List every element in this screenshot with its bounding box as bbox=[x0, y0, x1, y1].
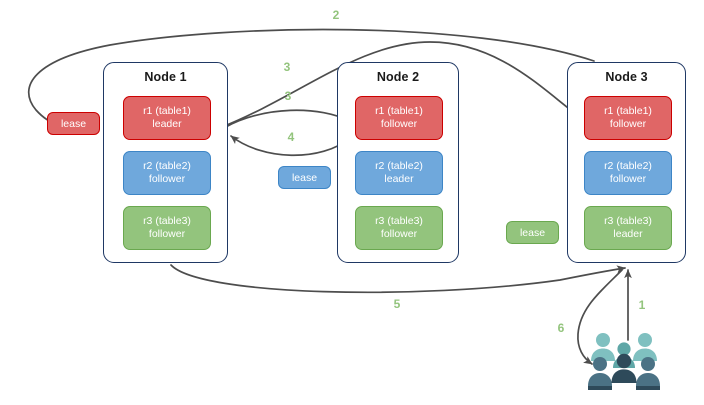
node3-replica-r3-name: r3 (table3) bbox=[604, 215, 652, 227]
node1-replica-r1-role: leader bbox=[152, 118, 182, 130]
lease-chip-r1[interactable]: lease bbox=[47, 112, 100, 135]
edge-label-3-top: 3 bbox=[283, 60, 291, 74]
node3-replica-r3-role: leader bbox=[613, 228, 643, 240]
lease-chip-r3[interactable]: lease bbox=[506, 221, 559, 244]
edge-5-path bbox=[170, 264, 626, 294]
node2-replica-r3-name: r3 (table3) bbox=[375, 215, 423, 227]
node1-replica-r3-role: follower bbox=[148, 228, 186, 240]
edge-3b-path bbox=[223, 109, 353, 129]
edge-label-1: 1 bbox=[638, 298, 646, 312]
users-group-icon bbox=[588, 333, 660, 390]
node1-title: Node 1 bbox=[144, 70, 187, 84]
node2-replica-r2-role: leader bbox=[384, 173, 414, 185]
node3-title: Node 3 bbox=[605, 70, 648, 84]
node2-replica-r3[interactable]: r3 (table3) follower bbox=[355, 206, 443, 250]
node1-replica-r3-name: r3 (table3) bbox=[143, 215, 191, 227]
node3-replica-r1-name: r1 (table1) bbox=[604, 105, 652, 117]
node3-replica-r3[interactable]: r3 (table3) leader bbox=[584, 206, 672, 250]
users-front-feet bbox=[588, 386, 660, 390]
node3-replica-r2-name: r2 (table2) bbox=[604, 160, 652, 172]
node2-replica-r1[interactable]: r1 (table1) follower bbox=[355, 96, 443, 140]
node1-replica-r1[interactable]: r1 (table1) leader bbox=[123, 96, 211, 140]
users-front-outer bbox=[588, 357, 660, 386]
edge-label-4: 4 bbox=[287, 130, 295, 144]
edge-6-path bbox=[577, 269, 623, 365]
node3-replica-r1[interactable]: r1 (table1) follower bbox=[584, 96, 672, 140]
node1-replica-r1-name: r1 (table1) bbox=[143, 105, 191, 117]
edge-label-5: 5 bbox=[393, 297, 401, 311]
lease-chip-r2[interactable]: lease bbox=[278, 166, 331, 189]
node1-replica-r2[interactable]: r2 (table2) follower bbox=[123, 151, 211, 195]
node1-replica-r3[interactable]: r3 (table3) follower bbox=[123, 206, 211, 250]
node2-replica-r1-role: follower bbox=[380, 118, 418, 130]
node3-replica-r2-role: follower bbox=[609, 173, 647, 185]
edge-2-path bbox=[27, 28, 595, 127]
node2-replica-r1-name: r1 (table1) bbox=[375, 105, 423, 117]
node2-title: Node 2 bbox=[376, 70, 420, 84]
node2-replica-r2-name: r2 (table2) bbox=[375, 160, 423, 172]
node2-replica-r3-role: follower bbox=[380, 228, 418, 240]
node2-replica-r2[interactable]: r2 (table2) leader bbox=[355, 151, 443, 195]
edge-label-3-mid: 3 bbox=[284, 89, 292, 103]
node1-replica-r2-name: r2 (table2) bbox=[143, 160, 191, 172]
node3-replica-r1-role: follower bbox=[609, 118, 647, 130]
edge-label-6: 6 bbox=[557, 321, 565, 335]
node-card-node3[interactable]: Node 3 r1 (table1) follower r2 (table2) … bbox=[567, 62, 686, 263]
users-front-center bbox=[611, 353, 637, 383]
edge-3a-path bbox=[221, 41, 581, 128]
node1-replica-r2-role: follower bbox=[148, 173, 186, 185]
node-card-node2[interactable]: Node 2 r1 (table1) follower r2 (table2) … bbox=[337, 62, 459, 263]
node-card-node1[interactable]: Node 1 r1 (table1) leader r2 (table2) fo… bbox=[103, 62, 228, 263]
edge-label-2: 2 bbox=[332, 8, 340, 22]
node3-replica-r2[interactable]: r2 (table2) follower bbox=[584, 151, 672, 195]
